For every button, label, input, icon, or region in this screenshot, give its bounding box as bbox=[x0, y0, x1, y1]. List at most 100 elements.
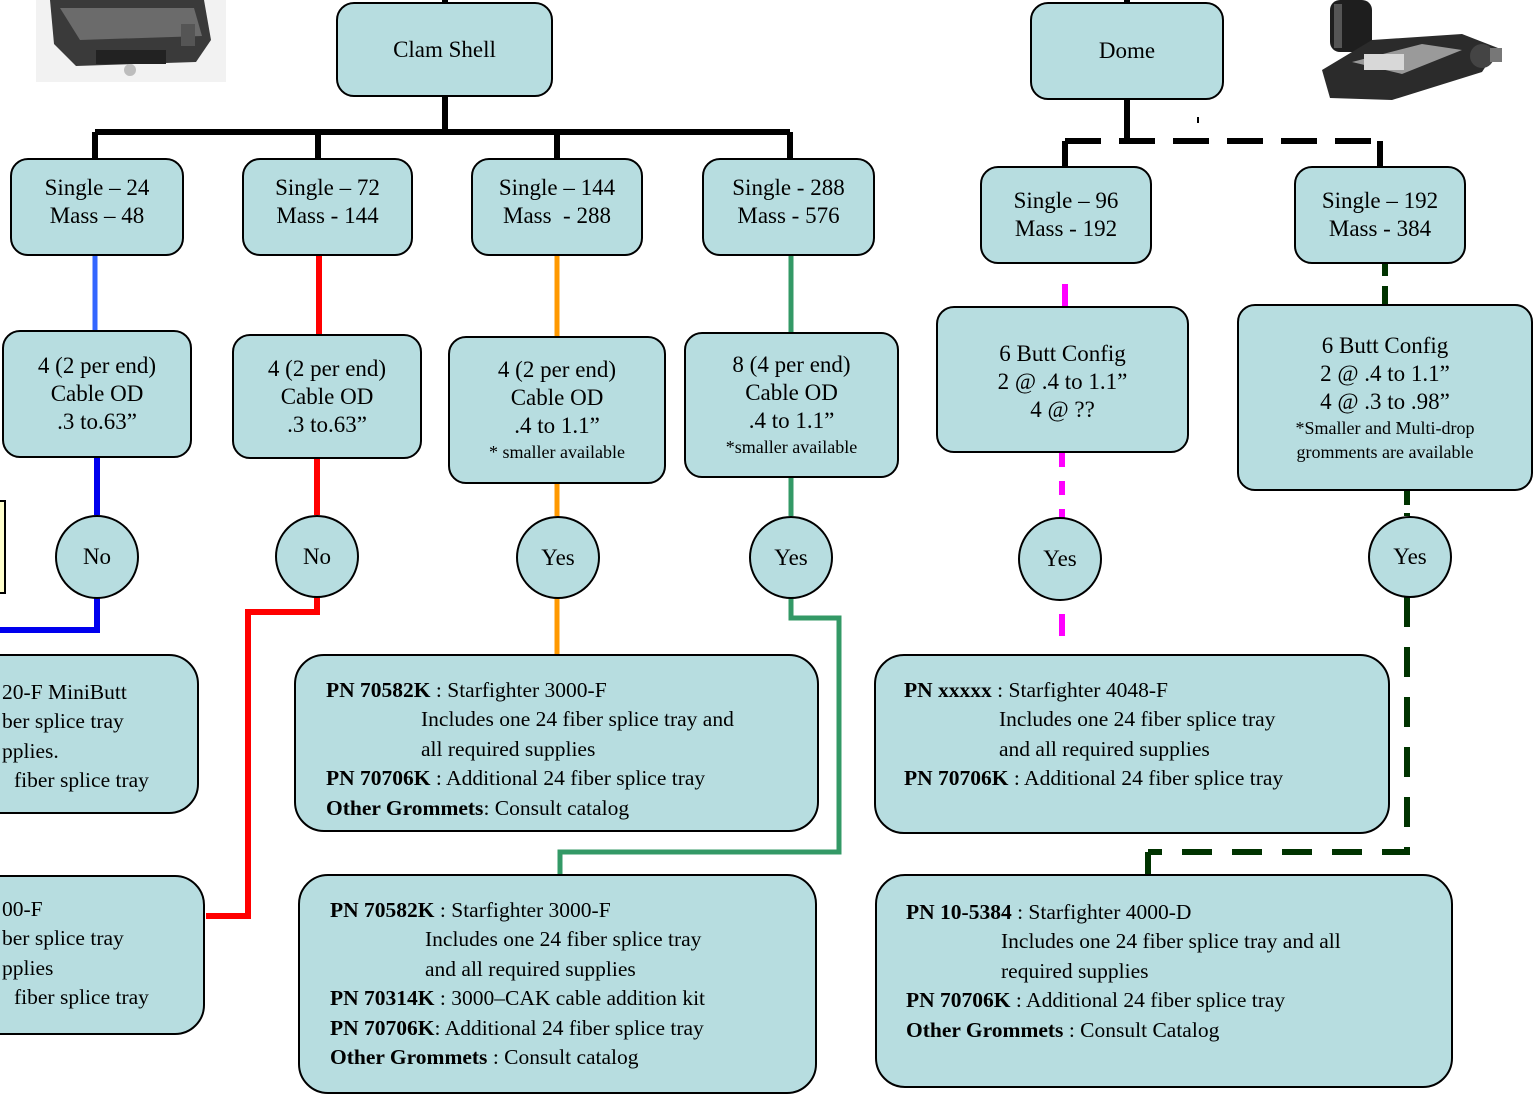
part-number: PN 70706K bbox=[326, 766, 431, 791]
cable-od-label: Cable OD bbox=[745, 380, 838, 405]
product-desc: : Starfighter 4048-F bbox=[991, 678, 1168, 702]
butt-od-1: 2 @ .4 to 1.1” bbox=[997, 369, 1128, 394]
col96-lines bbox=[1059, 284, 1068, 636]
decision-circle-144: Yes bbox=[516, 516, 600, 599]
cable-box-96: 6 Butt Config 2 @ .4 to 1.1” 4 @ ?? bbox=[936, 306, 1189, 453]
cable-od-label: Cable OD bbox=[50, 381, 144, 406]
capacity-mass: Mass - 288 bbox=[503, 203, 611, 228]
dome-closure-image bbox=[1312, 0, 1506, 112]
note-box-fragment bbox=[0, 500, 6, 594]
product-line: pplies bbox=[2, 955, 54, 980]
product-desc: : Consult Catalog bbox=[1063, 1017, 1220, 1042]
capacity-box-288: Single - 288 Mass - 576 bbox=[702, 158, 875, 256]
capacity-box-24: Single – 24 Mass – 48 bbox=[10, 158, 184, 256]
product-box-96: PN xxxxx : Starfighter 4048-F Includes o… bbox=[874, 654, 1390, 834]
product-desc: : Starfighter 3000-F bbox=[434, 898, 611, 922]
product-desc: : Additional 24 fiber splice tray bbox=[1008, 766, 1284, 791]
cable-od-range: .4 to 1.1” bbox=[748, 408, 835, 433]
decision-circle-288: Yes bbox=[749, 516, 833, 599]
capacity-box-192: Single – 192 Mass - 384 bbox=[1294, 166, 1466, 264]
part-number: PN 10-5384 bbox=[906, 900, 1012, 924]
dome-label: Dome bbox=[1098, 38, 1156, 63]
cable-ports: 4 (2 per end) bbox=[37, 353, 157, 378]
cable-box-72: 4 (2 per end) Cable OD .3 to.63” bbox=[232, 334, 422, 459]
butt-config: 6 Butt Config bbox=[1321, 332, 1449, 358]
clamshell-label: Clam Shell bbox=[393, 36, 496, 62]
cable-ports: 4 (2 per end) bbox=[497, 357, 617, 382]
decision-circle-24: No bbox=[55, 515, 139, 599]
part-number: PN 70706K bbox=[904, 766, 1009, 791]
capacity-mass: Mass - 576 bbox=[737, 203, 840, 228]
product-line: Includes one 24 fiber splice tray bbox=[425, 927, 702, 952]
product-desc: : Starfighter 3000-F bbox=[430, 678, 607, 702]
product-line: required supplies bbox=[1001, 958, 1149, 983]
product-line: all required supplies bbox=[421, 736, 596, 761]
cable-od-range: .3 to.63” bbox=[57, 409, 137, 434]
cable-note: * smaller available bbox=[489, 442, 625, 462]
decision-circle-72: No bbox=[275, 515, 359, 598]
product-box-144: PN 70582K : Starfighter 3000-F Includes … bbox=[294, 654, 819, 832]
part-number: PN 70582K bbox=[330, 898, 435, 922]
cable-ports: 8 (4 per end) bbox=[732, 352, 851, 377]
part-number: PN xxxxx bbox=[904, 678, 992, 702]
butt-od-2: 4 @ .3 to .98” bbox=[1320, 388, 1450, 414]
product-line: ber splice tray bbox=[2, 709, 124, 734]
cable-od-label: Cable OD bbox=[280, 383, 374, 409]
capacity-single: Single – 192 bbox=[1321, 188, 1439, 213]
product-box-192: PN 10-5384 : Starfighter 4000-D Includes… bbox=[875, 874, 1453, 1088]
product-desc: : Consult catalog bbox=[483, 795, 630, 820]
decision-label: Yes bbox=[541, 544, 575, 570]
product-box-24: 20-F MiniButt ber splice tray pplies. fi… bbox=[0, 654, 199, 814]
butt-config: 6 Butt Config bbox=[999, 341, 1126, 366]
product-line: fiber splice tray bbox=[14, 985, 149, 1010]
part-number: PN 70582K bbox=[326, 678, 431, 702]
grommet-note-2: gromments are available bbox=[1296, 441, 1474, 462]
decision-label: Yes bbox=[774, 544, 808, 570]
part-number: Other Grommets bbox=[906, 1017, 1064, 1042]
col72-lines bbox=[206, 256, 322, 919]
capacity-box-96: Single – 96 Mass - 192 bbox=[980, 166, 1152, 264]
product-line: and all required supplies bbox=[999, 736, 1210, 761]
product-desc: : Additional 24 fiber splice tray bbox=[430, 766, 706, 791]
clamshell-tree-lines bbox=[92, 0, 793, 158]
part-number: PN 70706K bbox=[906, 988, 1011, 1013]
capacity-mass: Mass - 384 bbox=[1328, 216, 1432, 241]
product-line: pplies. bbox=[2, 738, 59, 763]
product-line: Includes one 24 fiber splice tray bbox=[999, 707, 1276, 732]
product-desc: : Consult catalog bbox=[487, 1045, 639, 1070]
cable-box-288: 8 (4 per end) Cable OD .4 to 1.1” *small… bbox=[684, 332, 899, 478]
decision-circle-192: Yes bbox=[1368, 516, 1452, 598]
part-number: Other Grommets bbox=[330, 1045, 488, 1070]
product-desc: : 3000–CAK cable addition kit bbox=[434, 986, 706, 1011]
capacity-box-72: Single – 72 Mass - 144 bbox=[242, 158, 413, 256]
cable-od-range: .3 to.63” bbox=[287, 411, 367, 437]
product-box-288: PN 70582K : Starfighter 3000-F Includes … bbox=[298, 874, 817, 1094]
decision-label: Yes bbox=[1043, 546, 1077, 571]
cable-od-range: .4 to 1.1” bbox=[514, 413, 600, 438]
capacity-single: Single – 24 bbox=[44, 175, 150, 200]
product-line: Includes one 24 fiber splice tray and al… bbox=[1001, 929, 1341, 954]
product-line: fiber splice tray bbox=[14, 768, 149, 793]
decision-label: No bbox=[302, 543, 332, 569]
part-number: PN 70314K bbox=[330, 986, 435, 1011]
col192-lines bbox=[1145, 264, 1410, 874]
col288-lines bbox=[557, 256, 842, 874]
product-line: ber splice tray bbox=[2, 926, 124, 951]
capacity-single: Single – 144 bbox=[498, 175, 616, 200]
capacity-single: Single – 72 bbox=[275, 175, 380, 200]
product-desc: : Additional 24 fiber splice tray bbox=[1010, 988, 1286, 1013]
product-line: and all required supplies bbox=[425, 956, 636, 981]
capacity-mass: Mass - 192 bbox=[1014, 216, 1118, 241]
product-line: 20-F MiniButt bbox=[2, 680, 127, 704]
capacity-mass: Mass - 144 bbox=[276, 203, 379, 228]
cable-box-192: 6 Butt Config 2 @ .4 to 1.1” 4 @ .3 to .… bbox=[1237, 304, 1533, 491]
capacity-single: Single - 288 bbox=[732, 175, 845, 200]
capacity-mass: Mass – 48 bbox=[49, 203, 145, 228]
dome-tree-lines bbox=[1062, 0, 1383, 166]
clamshell-category-box: Clam Shell bbox=[336, 2, 553, 97]
part-number: PN 70706K bbox=[330, 1015, 435, 1040]
capacity-single: Single – 96 bbox=[1013, 188, 1119, 213]
product-desc: : Additional 24 fiber splice tray bbox=[434, 1015, 704, 1040]
product-line: 00-F bbox=[2, 897, 43, 921]
